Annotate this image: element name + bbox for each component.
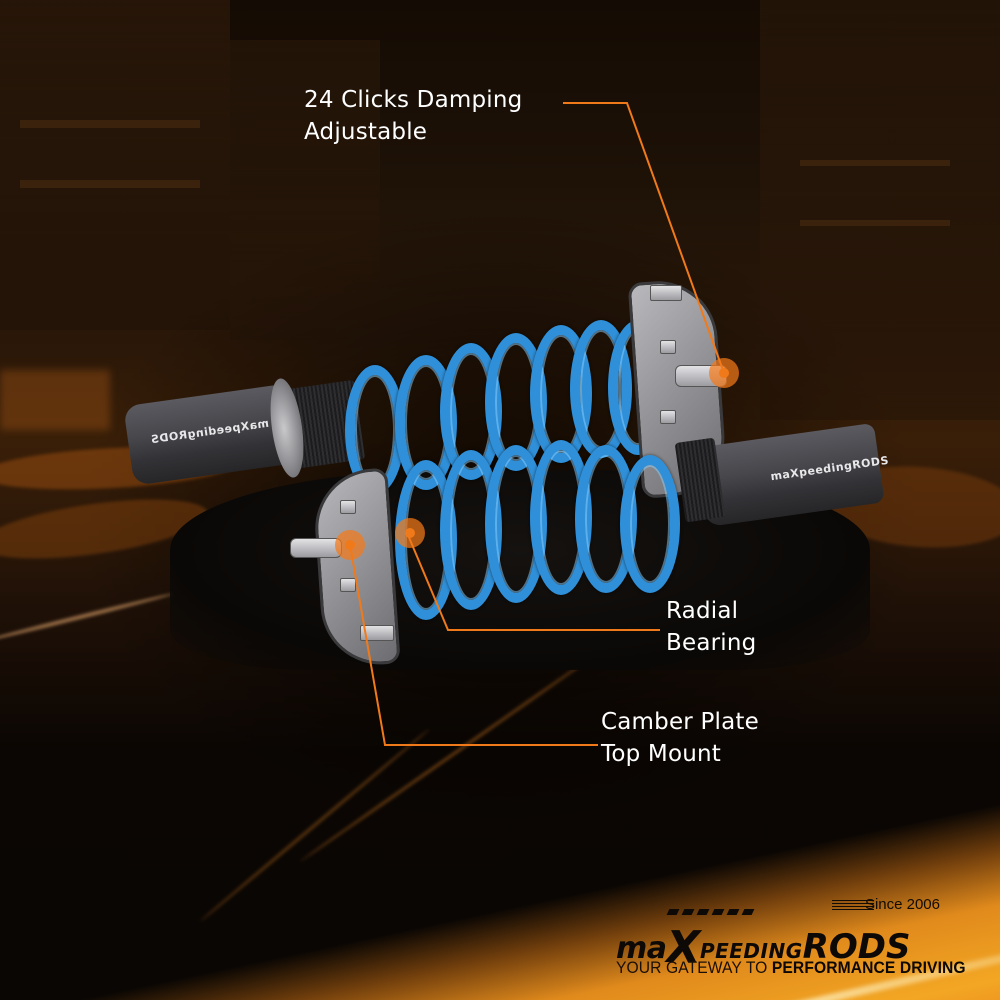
callout-camber: Camber Plate Top Mount	[601, 706, 759, 770]
callout-camber-line1: Camber Plate	[601, 709, 759, 735]
callout-damping-line1: 24 Clicks Damping	[304, 87, 523, 113]
checkered-flag-icon	[666, 900, 758, 919]
callout-bearing: Radial Bearing	[666, 595, 756, 659]
callout-bearing-line1: Radial	[666, 598, 739, 624]
callout-dot-damping	[709, 358, 739, 388]
callout-damping: 24 Clicks Damping Adjustable	[304, 84, 522, 148]
brand-wordmark: maXPEEDINGRODS	[616, 922, 911, 973]
callout-dot-camber	[335, 530, 365, 560]
callout-dot-bearing	[395, 518, 425, 548]
brand-logo: Since 2006 maXPEEDINGRODS YOUR GATEWAY T…	[616, 896, 966, 978]
callout-damping-line2: Adjustable	[304, 119, 428, 145]
callout-bearing-line2: Bearing	[666, 630, 757, 656]
speed-lines-icon	[832, 900, 874, 912]
since-year: Since 2006	[864, 896, 940, 913]
callout-camber-line2: Top Mount	[601, 741, 722, 767]
brand-tagline: YOUR GATEWAY TO PERFORMANCE DRIVING	[616, 958, 966, 977]
